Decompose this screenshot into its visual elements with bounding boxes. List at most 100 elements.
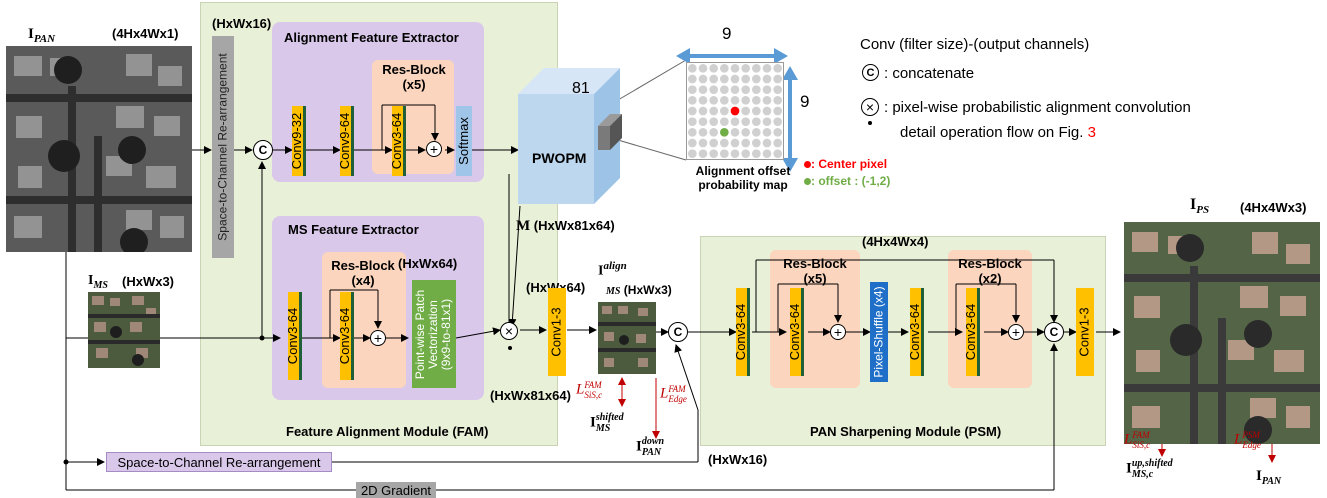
psm-rb2-add-icon: + (1008, 324, 1024, 340)
legend-otimes-icon: × (861, 98, 879, 116)
offset-grid-dot (762, 74, 772, 84)
offset-grid-dot (698, 128, 708, 137)
offset-grid-dot (752, 138, 761, 148)
psm-conv-in: Conv3-64 (733, 288, 750, 376)
out-pan-I: I (1256, 468, 1262, 484)
afe-add-icon: + (426, 141, 442, 157)
legend-pixelwise-2-text: detail operation flow on Fig. (900, 124, 1084, 141)
out-pan-label: IPAN (1256, 468, 1281, 487)
hxw81x64-label: (HxWx81x64) (490, 388, 571, 403)
mid-loss-sis-L: L (576, 381, 585, 398)
red-dot-icon (804, 161, 811, 168)
offset-grid-dot (773, 85, 782, 94)
out-loss-sis-sub: SiS,c (1132, 440, 1151, 450)
psm-rb2-name: Res-Block (958, 256, 1022, 271)
offset-grid-dot (762, 128, 772, 137)
fam-title: Feature Alignment Module (FAM) (286, 424, 489, 439)
mid-loss-sis-sup: FAM (584, 380, 602, 390)
aligned-ms-image (598, 302, 656, 374)
concat-psm-c: C (1049, 325, 1059, 339)
mid-loss-edge-L: L (660, 385, 669, 402)
gradient-box: 2D Gradient (356, 482, 436, 498)
ps-size: (4Hx4Wx3) (1240, 200, 1307, 215)
s2c-size-label: (HxWx16) (212, 16, 272, 31)
offset-grid-dot (688, 64, 697, 73)
offset-grid-dot (773, 74, 782, 84)
green-dot-icon (804, 178, 811, 185)
ms-size: (HxWx3) (122, 274, 175, 289)
ms-image-texture (88, 292, 160, 368)
down-sup: down (641, 436, 665, 447)
offset-grid-dot (752, 117, 761, 126)
offset-grid-dot (730, 85, 740, 94)
softmax-box: Softmax (456, 106, 472, 176)
afe-resblock-panel (372, 60, 454, 174)
pwopm-label: PWOPM (532, 150, 587, 166)
out-pan-sub: PAN (1261, 476, 1282, 487)
offset-grid-dot (688, 74, 697, 84)
offset-grid-dots (688, 64, 782, 158)
offset-grid-dot (720, 117, 729, 126)
offset-grid-dot (698, 117, 708, 126)
offset-grid-dot (698, 74, 708, 84)
psm-size-label: (4Hx4Wx4) (862, 234, 929, 249)
patch-vec-text: Point-wise Patch Vectorization (9x9-to-8… (414, 289, 454, 378)
offset-grid-dot (752, 128, 761, 137)
concat-circle-mid: C (668, 322, 688, 342)
mfe-resblock-title: Res-Block (x4) (330, 258, 396, 288)
legend-fig-ref[interactable]: 3 (1087, 124, 1096, 141)
align-label: Ialign (598, 260, 627, 280)
psm-conv-out: Conv1-3 (1076, 288, 1094, 376)
out-loss-edge-L: L (1234, 431, 1243, 448)
offset-grid-dot (773, 96, 782, 105)
pixel-shuffle-box: Pixel-Shuffle (x4) (870, 282, 888, 382)
offset-grid-dot (741, 85, 750, 94)
out-loss-edge-sub: Edge (1242, 440, 1261, 450)
psm-conv-out-text: Conv1-3 (1077, 307, 1093, 357)
psm-rb2-count: (x2) (978, 271, 1002, 286)
offset-grid-dot (773, 138, 782, 148)
shifted-sub: MS (595, 423, 611, 434)
pan-image (6, 46, 192, 252)
offset-grid-dot (709, 138, 718, 148)
mid-loss-edge-sub: Edge (668, 394, 687, 404)
offset-grid-dot (762, 64, 772, 73)
legend-concat-c: C (866, 66, 875, 79)
offset-grid-dot (698, 149, 708, 158)
offset-grid-dot (688, 117, 697, 126)
offset-grid-dot (698, 138, 708, 148)
offset-grid-dot (709, 149, 718, 158)
offset-grid-dot (730, 149, 740, 158)
ms-image (88, 292, 160, 368)
ps-sub: PS (1196, 204, 1210, 217)
psm-conv-mid-text: Conv3-64 (907, 303, 923, 361)
afe-conv1-text: Conv9-32 (289, 112, 305, 170)
concat-circle-top: C (253, 140, 273, 160)
afe-conv2-text: Conv9-64 (337, 112, 353, 170)
offset-grid-dot (741, 149, 750, 158)
offset-caption: Alignment offset probability map (688, 164, 798, 192)
offset-grid-dot (698, 96, 708, 105)
fam-conv13: Conv1-3 (548, 288, 566, 376)
offset-grid-dot (730, 74, 740, 84)
aligned-ms-texture (598, 302, 656, 374)
offset-grid-dot (773, 149, 782, 158)
offset-grid-dot (741, 117, 750, 126)
up-I: I (1126, 460, 1132, 477)
ps-output-image (1124, 222, 1320, 444)
offset-grid-dot (752, 106, 761, 116)
mfe-resblock-count: (x4) (351, 273, 375, 288)
legend-concat-icon: C (862, 64, 879, 81)
ps-output-label: IPS (1190, 196, 1209, 216)
psm-rb1-panel (770, 250, 860, 388)
align-I: I (598, 263, 604, 279)
psm-rb1-conv: Conv3-64 (788, 288, 804, 376)
ms-sub: MS (93, 279, 108, 291)
offset-grid-dot (709, 85, 718, 94)
psm-conv-in-text: Conv3-64 (733, 303, 749, 361)
mfe-size-label: (HxWx64) (398, 256, 458, 271)
offset-grid-dot (741, 138, 750, 148)
legend-pixelwise-2: detail operation flow on Fig. 3 (900, 124, 1096, 141)
mfe-add-icon: + (370, 330, 386, 346)
